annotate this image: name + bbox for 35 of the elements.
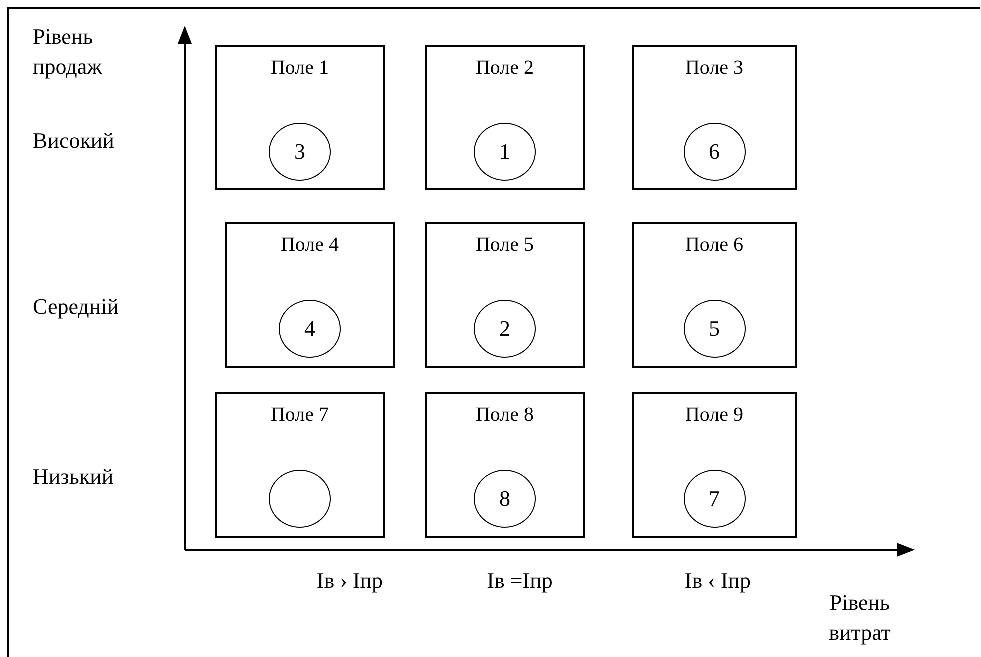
field-title: Поле 6: [685, 234, 744, 257]
field-box: [215, 392, 385, 538]
field-title: Поле 9: [685, 404, 744, 427]
field-title: Поле 5: [476, 234, 534, 257]
empty-circle: [269, 470, 331, 528]
field-title: Поле 1: [270, 57, 330, 80]
number-circle: 5: [684, 300, 746, 358]
field-box: [632, 392, 797, 538]
column-label: Ів =Іпр: [486, 567, 554, 595]
field-title: Поле 3: [685, 57, 744, 80]
number-circle: 2: [474, 300, 536, 358]
number-circle: 7: [684, 470, 746, 528]
number-circle: 6: [684, 123, 746, 181]
axis-title: Рівень витрат: [828, 589, 892, 647]
field-title: Поле 4: [280, 234, 340, 257]
row-label: Низький: [33, 463, 115, 491]
field-box: [425, 45, 585, 190]
number-circle: 8: [474, 470, 536, 528]
field-box: [225, 222, 395, 368]
column-label: Ів › Іпр: [316, 567, 384, 595]
field-box: [215, 45, 385, 190]
field-title: Поле 7: [270, 404, 330, 427]
row-label: Середній: [33, 293, 120, 321]
row-label: Високий: [33, 127, 116, 155]
number-circle: 3: [269, 123, 331, 181]
field-box: [425, 392, 585, 538]
field-title: Поле 8: [476, 404, 534, 427]
column-label: Ів ‹ Іпр: [684, 567, 752, 595]
axis-title: Рівень продаж: [33, 23, 104, 81]
field-title: Поле 2: [476, 57, 534, 80]
number-circle: 1: [474, 123, 536, 181]
field-box: [632, 222, 797, 368]
field-box: [632, 45, 797, 190]
field-box: [425, 222, 585, 368]
number-circle: 4: [279, 300, 341, 358]
